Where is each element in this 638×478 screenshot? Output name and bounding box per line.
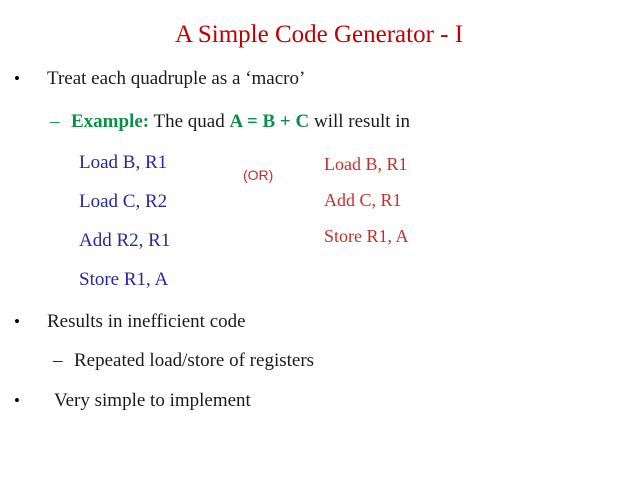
bullet-label-inefficient: Results in inefficient code: [47, 311, 246, 332]
subbullet-label-example: Example: The quad A = B + C will result …: [71, 111, 410, 133]
example-text-after: will result in: [309, 111, 411, 132]
example-text-before: The quad: [149, 111, 230, 132]
subbullet-item-repeated: – Repeated load/store of registers: [53, 350, 314, 372]
bullet-label-macro: Treat each quadruple as a ‘macro’: [47, 68, 306, 89]
code-block-left: Load B, R1 Load C, R2 Add R2, R1 Store R…: [79, 151, 170, 307]
code-line: Add R2, R1: [79, 230, 171, 251]
bullet-label-very-simple: Very simple to implement: [54, 390, 251, 411]
page-title: A Simple Code Generator - I: [174, 21, 464, 48]
dash-bullet-icon: –: [53, 350, 63, 371]
bullet-dot-icon: •: [14, 69, 20, 88]
bullet-dot-icon: •: [14, 312, 20, 331]
dash-bullet-icon: –: [50, 111, 60, 132]
example-expression: A = B + C: [229, 111, 310, 132]
bullet-dot-icon: •: [14, 391, 20, 410]
bullet-item-inefficient: • Results in inefficient code: [14, 311, 246, 333]
subbullet-label-repeated: Repeated load/store of registers: [74, 350, 315, 371]
bullet-item-macro: • Treat each quadruple as a ‘macro’: [14, 68, 305, 90]
code-line: Load B, R1: [324, 154, 408, 174]
code-line: Store R1, A: [324, 226, 409, 246]
or-connector-label: (OR): [243, 167, 274, 183]
code-line: Load B, R1: [79, 152, 168, 173]
code-block-right: Load B, R1 Add C, R1 Store R1, A: [324, 152, 409, 260]
subbullet-item-example: – Example: The quad A = B + C will resul…: [50, 111, 410, 133]
bullet-item-very-simple: • Very simple to implement: [14, 390, 251, 412]
code-line: Store R1, A: [79, 269, 169, 290]
code-line: Load C, R2: [79, 191, 168, 212]
example-keyword: Example:: [71, 111, 150, 132]
code-line: Add C, R1: [324, 190, 402, 210]
